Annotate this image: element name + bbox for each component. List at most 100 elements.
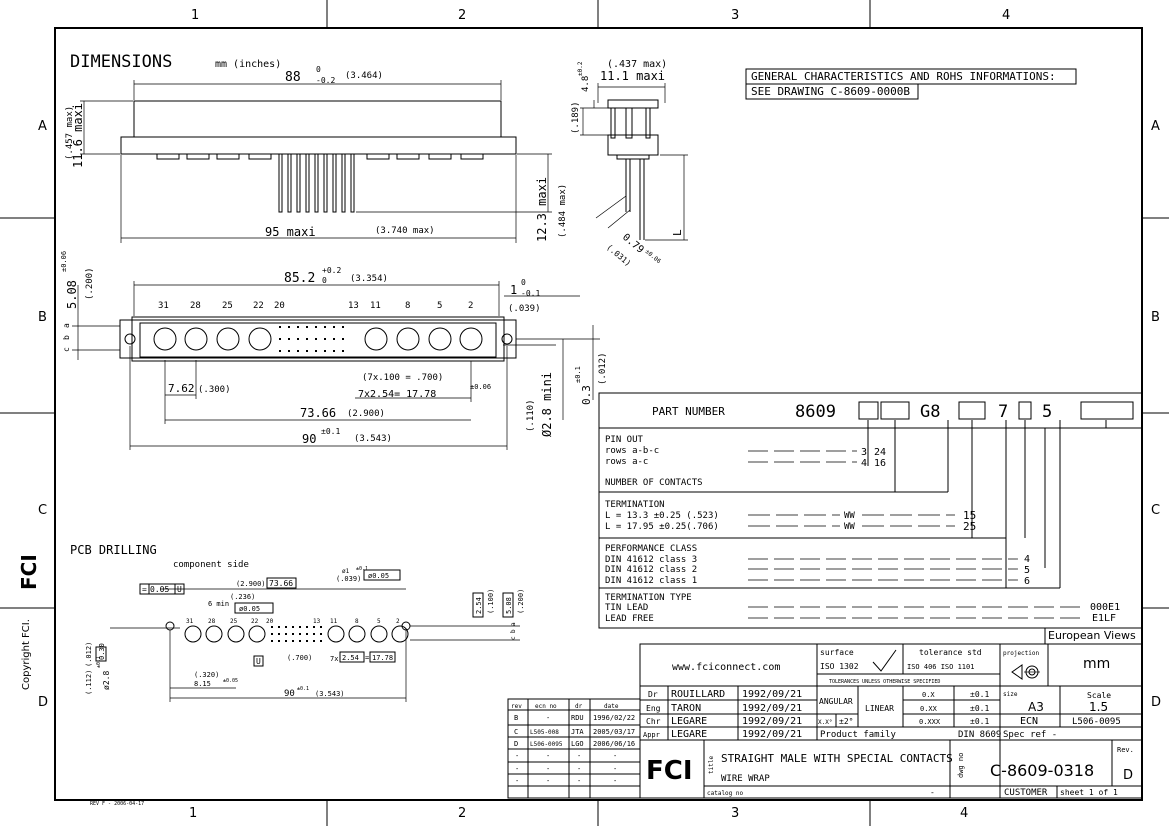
- row-b-right: B: [1151, 310, 1160, 325]
- span-value: 73.66: [300, 406, 336, 420]
- angular-label: ANGULAR: [819, 697, 853, 706]
- pin-diag-value: 0.79: [620, 232, 646, 256]
- code-3-value: 24: [874, 447, 886, 458]
- rev-cell: -: [546, 765, 550, 773]
- lin-row1-a: 0.X: [922, 691, 935, 699]
- catalog-value: -: [930, 788, 935, 797]
- rev-cell: LGO: [571, 740, 584, 748]
- side-view: (.437 max) 11.1 maxi 4.8 ±0.2 (.189) 0.7…: [571, 59, 688, 268]
- tol-std-label: tolerance std: [919, 648, 982, 657]
- front-pin-28: 28: [190, 301, 201, 311]
- eng-date: 1992/09/21: [742, 703, 802, 714]
- table-row: - - - -: [515, 752, 617, 760]
- scale-label: Scale: [1087, 691, 1111, 700]
- pcb-span-inch: (2.900): [236, 580, 266, 588]
- front-width-tol-up: +0.2: [322, 266, 341, 275]
- top-width-tol-up: 0: [316, 65, 321, 74]
- tab-value: 1: [510, 283, 517, 297]
- top-width-inch: (3.464): [345, 71, 383, 81]
- off-inch: (.236): [230, 593, 255, 601]
- top-view: 88 0 -0.2 (3.464) 11.6 maxi (.457 max) 9…: [65, 65, 568, 243]
- pcb-title: PCB DRILLING: [70, 543, 157, 557]
- pcb-total-value: 90: [284, 689, 295, 699]
- customer: CUSTOMER: [1004, 788, 1048, 798]
- part-number-seven: 7: [998, 402, 1008, 422]
- product-family-label: Product family: [820, 730, 896, 740]
- catalog-label: catalog no: [707, 790, 744, 797]
- overall-width-value: 95 maxi: [265, 225, 316, 239]
- base-width-inch: (3.543): [354, 434, 392, 444]
- rev-cell: 1996/02/22: [593, 714, 635, 722]
- pcb-holes: [184, 625, 409, 643]
- code-perf-5: 5: [1024, 565, 1030, 576]
- front-height-value: 5.08: [65, 280, 79, 309]
- ww-1: WW: [844, 511, 855, 521]
- tol-note: TOLERANCES UNLESS OTHERWISE SPECIFIED: [829, 679, 940, 685]
- title-block: www.fciconnect.com surface ISO 1302 tole…: [639, 643, 1143, 799]
- rev-note: REV F - 2006-04-17: [90, 801, 144, 807]
- ww-2: WW: [844, 522, 855, 532]
- sheet: sheet 1 of 1: [1060, 788, 1118, 797]
- front-row-c: c: [62, 347, 71, 352]
- off-pos: ø0.05: [239, 605, 260, 613]
- fci-logo-side: FCI: [17, 554, 41, 590]
- front-view: 31 28 25 22 20 13 11 8 5 2 a b c 85.2 +0…: [60, 251, 608, 450]
- pcb-row-c: c: [510, 636, 517, 640]
- col-4-top: 4: [1002, 8, 1010, 23]
- rev-cell: -: [613, 752, 617, 760]
- top-width-tol-down: -0.2: [316, 76, 335, 85]
- rev-cell: -: [613, 777, 617, 785]
- general-note-line1: GENERAL CHARACTERISTICS AND ROHS INFORMA…: [751, 70, 1056, 83]
- part-number-five: 5: [1042, 402, 1052, 422]
- code-25: 25: [963, 520, 976, 533]
- rev-value: D: [1123, 768, 1133, 783]
- pn-box-2: [880, 401, 910, 420]
- lin-row2-a: 0.XX: [920, 705, 938, 713]
- front-pin-31: 31: [158, 301, 169, 311]
- front-row-b: b: [62, 335, 71, 340]
- rev-cell: -: [515, 777, 519, 785]
- pn-box-4: [1018, 401, 1032, 420]
- unit: mm: [1083, 656, 1110, 672]
- rows-ac-label: rows a-c: [605, 457, 648, 467]
- table-row: - - - -: [515, 777, 617, 785]
- pcb-dia-inch: (.112): [85, 670, 93, 695]
- rev-header-rev: rev: [511, 703, 522, 710]
- height-max-inch: (.457 max): [65, 106, 75, 160]
- side-top-tol: ±0.2: [577, 61, 584, 76]
- rev-cell: D: [514, 740, 518, 748]
- surface-check-icon: [872, 649, 897, 672]
- pitch-big-value: 7.62: [168, 382, 195, 395]
- pcb-grid-a: 2.54: [342, 654, 359, 662]
- wall-tol: ±0.1: [574, 366, 582, 383]
- chr-date: 1992/09/21: [742, 716, 802, 727]
- pcb-drilling: PCB DRILLING component side = 0.05 U (2.…: [70, 543, 525, 702]
- pcb-num-20: 20: [266, 618, 274, 625]
- eng-name: TARON: [671, 703, 701, 714]
- side-width-value: 11.1 maxi: [600, 69, 665, 83]
- front-pin-22: 22: [253, 301, 264, 311]
- wall-value: 0.3: [580, 385, 593, 405]
- pcb-gap-inch: (.700): [287, 654, 312, 662]
- pcb-num-25: 25: [230, 618, 238, 625]
- rev-cell: -: [577, 777, 581, 785]
- row-d-left: D: [38, 695, 48, 710]
- wall-inch: (.012): [598, 352, 608, 385]
- pcb-h-box: 0.30: [98, 643, 106, 660]
- front-small-pins: [279, 326, 344, 352]
- pcb-left-value: 8.15: [194, 680, 211, 688]
- title-label: title: [708, 756, 715, 774]
- side-depth-inch: (.189): [571, 101, 581, 134]
- row-h1-inch: (.100): [487, 589, 495, 614]
- front-pin-11: 11: [370, 301, 381, 311]
- rev-cell: -: [515, 752, 519, 760]
- row-a-left: A: [38, 119, 47, 134]
- din: DIN 8609: [958, 730, 1001, 740]
- scale: 1.5: [1089, 700, 1108, 714]
- fci-logo-side-icon: FCI: [17, 554, 41, 590]
- lin-row3-a: 0.XXX: [919, 718, 941, 726]
- pitch-small-value: 7x2.54= 17.78: [358, 389, 436, 400]
- code-perf-6: 6: [1024, 576, 1030, 587]
- performance-3: DIN 41612 class 1: [605, 576, 697, 586]
